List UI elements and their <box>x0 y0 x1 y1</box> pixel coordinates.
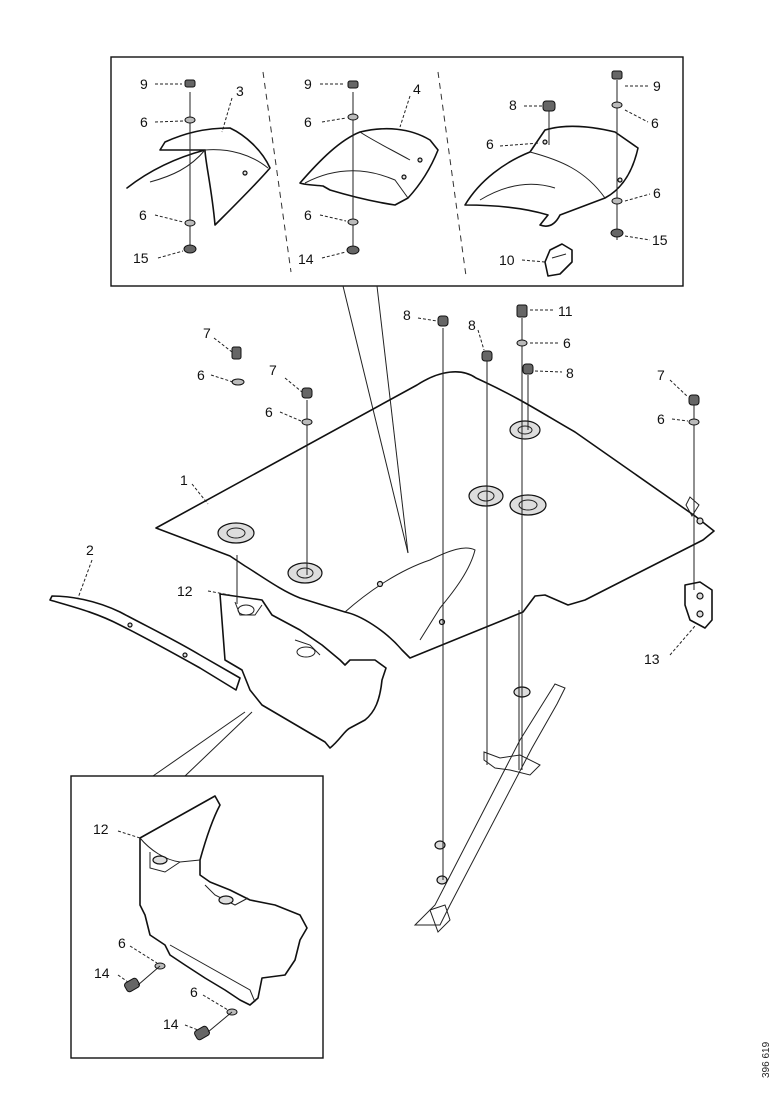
callout-3: 3 <box>236 83 244 99</box>
callout-7: 7 <box>269 362 277 378</box>
callout-14: 14 <box>163 1016 179 1032</box>
callout-8: 8 <box>509 97 517 113</box>
callout-13: 13 <box>644 651 660 667</box>
detail-panel-b: 9 6 4 6 14 <box>298 76 439 267</box>
detail-panel-a: 9 6 3 6 15 <box>126 76 271 266</box>
lower-bracket-12 <box>219 593 387 749</box>
callout-6: 6 <box>563 335 571 351</box>
callout-6: 6 <box>653 185 661 201</box>
callout-10: 10 <box>499 252 515 268</box>
callout-4: 4 <box>413 81 421 97</box>
callout-6: 6 <box>304 207 312 223</box>
callout-8: 8 <box>403 307 411 323</box>
callout-9: 9 <box>304 76 312 92</box>
callout-6: 6 <box>651 115 659 131</box>
main-shield-plate <box>155 371 715 659</box>
callout-6: 6 <box>657 411 665 427</box>
callout-8: 8 <box>468 317 476 333</box>
callout-6: 6 <box>118 935 126 951</box>
callout-12: 12 <box>177 583 193 599</box>
callout-12: 12 <box>93 821 109 837</box>
callout-6: 6 <box>190 984 198 1000</box>
callout-6: 6 <box>197 367 205 383</box>
bracket-13 <box>684 581 713 629</box>
figure-id: 396 619 <box>761 1041 772 1078</box>
callout-11: 11 <box>558 303 573 319</box>
callout-6: 6 <box>486 136 494 152</box>
callout-1: 1 <box>180 472 188 488</box>
callout-7: 7 <box>657 367 665 383</box>
callout-6: 6 <box>304 114 312 130</box>
main-assembly: 7 6 7 6 8 8 11 6 8 7 6 1 2 12 13 <box>49 303 715 933</box>
bottom-detail-box: 12 6 14 6 14 <box>70 775 324 1059</box>
detail-panel-c: 9 8 6 6 6 15 10 <box>464 70 668 277</box>
callout-15: 15 <box>133 250 149 266</box>
callout-14: 14 <box>298 251 314 267</box>
strip-part-2 <box>49 595 241 691</box>
callout-7: 7 <box>203 325 211 341</box>
callout-6: 6 <box>265 404 273 420</box>
callout-8: 8 <box>566 365 574 381</box>
callout-9: 9 <box>140 76 148 92</box>
callout-6: 6 <box>140 114 148 130</box>
callout-15: 15 <box>652 232 668 248</box>
callout-14: 14 <box>94 965 110 981</box>
top-detail-box: 9 6 3 6 15 9 6 4 6 14 <box>110 56 684 287</box>
callout-2: 2 <box>86 542 94 558</box>
callout-9: 9 <box>653 78 661 94</box>
bottom-bracket-12 <box>139 795 308 1006</box>
callout-6: 6 <box>139 207 147 223</box>
